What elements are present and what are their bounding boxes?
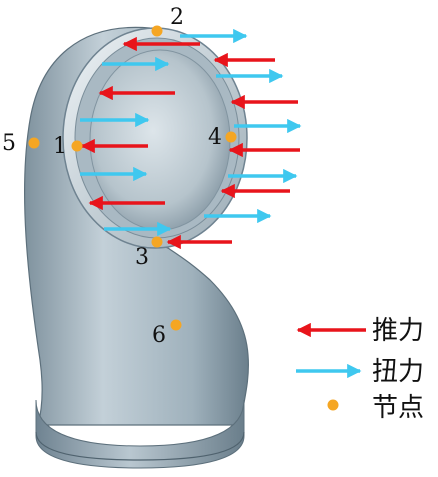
node-label-2: 2 bbox=[170, 5, 184, 30]
node-label-4: 4 bbox=[208, 125, 222, 150]
orange-dot-icon bbox=[327, 399, 339, 411]
legend-torque-label: 扭力 bbox=[372, 357, 424, 387]
node-dot-2 bbox=[151, 25, 163, 37]
node-dot-6 bbox=[170, 319, 182, 331]
legend-push: 推力 bbox=[296, 316, 424, 346]
legend-push-label: 推力 bbox=[372, 316, 424, 346]
legend-node-label: 节点 bbox=[372, 393, 424, 423]
node-label-6: 6 bbox=[152, 323, 166, 348]
node-dot-5 bbox=[28, 137, 40, 149]
torque-arrows bbox=[80, 28, 302, 237]
nodes: 1 2 3 4 5 6 bbox=[2, 5, 237, 348]
node-dot-4 bbox=[225, 131, 237, 143]
legend-torque: 扭力 bbox=[296, 357, 424, 387]
node-dot-3 bbox=[151, 236, 163, 248]
node-label-1: 1 bbox=[53, 134, 67, 159]
node-label-3: 3 bbox=[135, 245, 149, 270]
legend-node: 节点 bbox=[327, 393, 424, 423]
legend: 推力 扭力 节点 bbox=[296, 316, 424, 423]
node-label-5: 5 bbox=[2, 131, 16, 156]
push-arrows bbox=[80, 36, 300, 250]
node-dot-1 bbox=[71, 140, 83, 152]
base-seam bbox=[35, 431, 245, 461]
